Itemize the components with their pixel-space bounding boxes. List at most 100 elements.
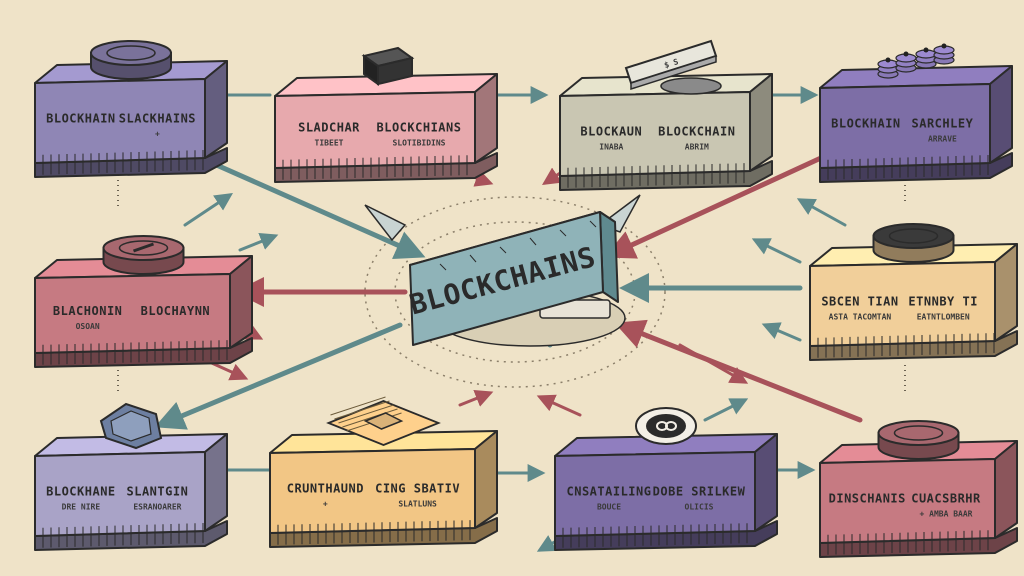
node-n3: $ S BLOCKAUN INABA BLOCKCHAIN ABRIM [559,39,773,191]
node-right-label: BLOCKCHAIN [658,125,735,139]
node-right-label: BLOCHAYNN [141,304,211,318]
node-right-label: ETNNBY TI [908,295,978,309]
coin-icon [90,40,172,80]
node-ridges [277,520,471,545]
center-hub: BLOCKCHAINS [364,194,641,347]
node-left-label: BLOCKAUN [580,125,642,139]
node-front [819,83,991,169]
node-left-sublabel: INABA [599,143,623,152]
node-right-label: BLOCKCHIANS [377,121,462,135]
node-ridges [817,333,995,358]
arrow [751,238,802,264]
node-right-sublabel: EATNTLOMBEN [917,313,970,322]
node-n5: BLACHONIN OSOAN BLOCHAYNN [34,235,253,368]
node-n7: BLOCKHANE DRE NIRE SLANTGIN ESRANOARER [34,402,228,551]
node-n8: CRUNTHAUND + CING SBATIV SLATLUNS [269,396,498,548]
node-n2: SLADCHAR TIBEET BLOCKCHIANS SLOTIBIDINS [274,46,498,183]
node-right-sublabel: + AMBA BAAR [920,510,973,519]
node-left-label: BLOCKHAIN [831,117,901,131]
node-left-label: BLOCKHAIN [46,112,116,126]
node-left-sublabel: OSOAN [76,322,100,331]
node-left-sublabel: BOUCE [597,503,621,512]
hexagon-icon [99,402,163,450]
center-block-front [409,211,604,346]
node-front [274,91,476,169]
node-ridges [827,155,989,180]
node-right-label: DOBE SRILKEW [653,485,746,499]
node-right-sublabel: SLATLUNS [398,500,437,509]
node-n6: SBCEN TIAN ASTA TACOMTAN ETNNBY TI EATNTLOM… [809,223,1018,361]
token-icon [102,235,185,275]
center-block-ridges [439,220,597,271]
node-right-label: CING SBATIV [375,482,460,496]
arrow [536,394,582,417]
tablet-text: $ S [663,57,680,70]
node-right-label: SLACKHAINS [119,112,196,126]
node-n4: BLOCKHAIN SARCHLEY ARRAVE [819,43,1013,183]
node-n9: CNSATAILING BOUCE DOBE SRILKEW OLICIS [554,407,778,551]
node-left-label: DINSCHANIS [829,492,906,506]
node-side [989,65,1013,164]
arrow [796,198,847,227]
arrow [183,193,233,227]
node-ridges [42,523,204,548]
node-side [754,433,778,532]
node-left-sublabel: DRE NIRE [62,503,101,512]
node-left-sublabel: ASTA TACOMTAN [829,313,892,322]
node-left-label: BLOCKHANE [46,485,116,499]
node-left-label: SLADCHAR [298,121,360,135]
node-left-sublabel: + [323,500,328,509]
arrow [458,389,494,407]
arrow [761,322,802,342]
connector-line [604,137,863,259]
node-right-sublabel: ABRIM [685,143,709,152]
node-front [34,273,231,354]
node-side [994,440,1018,539]
crate-icon [326,396,441,446]
node-side [994,243,1018,342]
node-ridges [42,150,204,175]
node-left-label: CNSATAILING [567,485,652,499]
arrow [238,232,279,252]
node-front [819,458,996,544]
node-front [34,78,206,164]
node-side [204,60,228,159]
node-right-label: CUACSBRHR [911,492,981,506]
coins-stack-icon [877,43,955,79]
tablet-icon: $ S [624,39,722,95]
node-ridges [827,530,989,555]
node-ridges [282,155,468,180]
node-right-sublabel: ESRANOARER [133,503,181,512]
node-front [554,451,756,537]
node-right-sublabel: SLOTIBIDINS [393,139,446,148]
node-right-sublabel: OLICIS [685,503,714,512]
node-left-label: BLACHONIN [53,304,123,318]
node-ridges [562,523,748,548]
bowl-icon [877,420,960,460]
node-front [269,448,476,534]
node-ridges [42,340,228,365]
node-left-sublabel: TIBEET [315,139,344,148]
node-front [809,261,996,347]
block-icon [361,46,415,86]
node-right-label: SLANTGIN [127,485,189,499]
node-side [474,430,498,529]
ring-icon [635,407,697,445]
node-n10: DINSCHANIS CUACSBRHR + AMBA BAAR [819,420,1018,558]
connector-line [154,322,403,430]
arrow [678,343,749,384]
node-right-sublabel: ARRAVE [928,135,957,144]
node-side [204,433,228,532]
node-left-label: SBCEN TIAN [821,295,898,309]
arrow [703,398,749,422]
node-ridges [567,163,745,188]
node-front [34,451,206,537]
node-left-label: CRUNTHAUND [287,482,364,496]
node-side [749,73,773,172]
node-right-sublabel: + [155,130,160,139]
node-right-label: SARCHLEY [912,117,974,131]
cylinder-icon [872,223,955,263]
